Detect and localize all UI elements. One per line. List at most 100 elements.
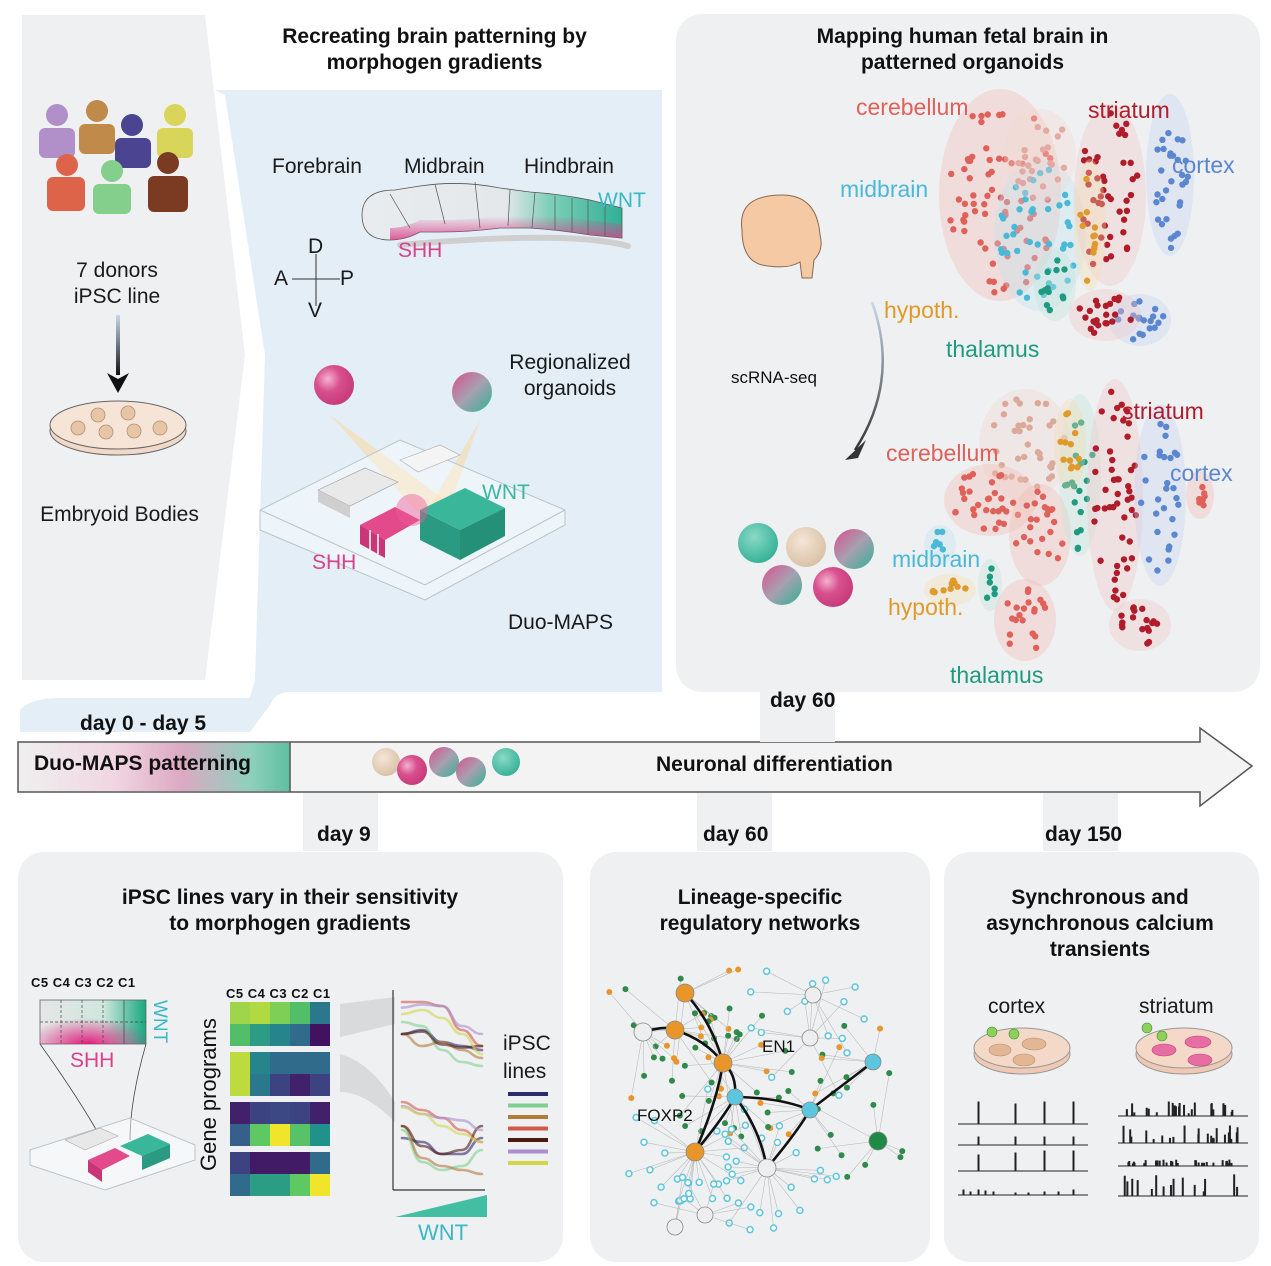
thalamus-point [1046, 306, 1054, 314]
timeline-organoids [372, 747, 520, 787]
network-leaf-node [728, 1170, 736, 1178]
patterning-panel-bg [20, 90, 662, 732]
cerebellum-c-point [1020, 605, 1028, 612]
cerebellum-point [995, 508, 1002, 515]
network-leaf-node [734, 1199, 743, 1207]
striatum-point [1102, 486, 1109, 494]
network-leaf-node [650, 1198, 658, 1207]
series-line-line5 [400, 1124, 484, 1156]
thalamus-point [1071, 499, 1078, 506]
thalamus-point [1074, 545, 1081, 552]
heatmap-cell [290, 1124, 310, 1146]
cerebellum-light-point [1015, 159, 1022, 167]
network-hub-node [801, 1101, 819, 1119]
network-leaf-node [741, 1121, 750, 1130]
network-leaf-node [709, 1180, 718, 1188]
network-edge [625, 988, 676, 1031]
network-strong-edge [809, 1060, 874, 1112]
striatum-b-point [1129, 614, 1137, 621]
network-leaf-node [727, 1125, 736, 1134]
cerebellum-point [984, 111, 991, 118]
cerebellum-point [981, 210, 989, 218]
cerebellum-light-point [998, 461, 1005, 469]
midbrain-point [1045, 280, 1053, 287]
network-strong-edge [733, 1096, 769, 1169]
cerebellum-light-point [1028, 167, 1036, 175]
cerebellum-light-point [1011, 427, 1018, 435]
forebrain-label: Forebrain [272, 155, 362, 178]
bottom-cortex-label: cortex [1170, 460, 1233, 486]
network-leaf-node [705, 1097, 712, 1104]
network-leaf-node [753, 1089, 760, 1096]
heatmap-ylabel: Gene programs [196, 1018, 221, 1172]
thalamus-point [1070, 482, 1078, 490]
person-icon [148, 152, 188, 212]
heatmap-cell [250, 1152, 270, 1174]
cortex-point [1170, 484, 1177, 492]
cortex-point [1164, 479, 1171, 487]
calcium-striatum-label: striatum [1139, 995, 1214, 1018]
scrnaseq-arrow-icon [845, 301, 884, 460]
cerebellum-d-point [1201, 490, 1208, 497]
network-leaf-node [824, 1032, 832, 1040]
network-leaf-node [713, 1127, 721, 1135]
network-leaf-node [670, 1055, 677, 1062]
heatmap-cell [290, 1102, 310, 1124]
heatmap-cell [270, 1174, 290, 1196]
striatum-point [1113, 122, 1120, 129]
cerebellum-c-point [1031, 606, 1038, 613]
cerebellum-point [955, 196, 963, 203]
cortex-trace [958, 1189, 1088, 1196]
network-leaf-node [765, 1124, 772, 1131]
cortex-point [1174, 136, 1181, 143]
thalamus-point [1062, 482, 1069, 489]
heatmap-cell [290, 1024, 310, 1046]
cerebellum-b-point [1027, 538, 1034, 545]
network-leaf-node [757, 1028, 766, 1037]
network-leaf-node [767, 1073, 776, 1081]
network-leaf-node [684, 1189, 693, 1198]
midbrain-point [1004, 249, 1011, 257]
day9-stub [303, 793, 378, 851]
heatmap-cell [230, 1174, 250, 1196]
cerebellum-light-point [1034, 399, 1042, 407]
striatum-b-point [1144, 640, 1151, 647]
cortex-point [1182, 157, 1189, 164]
midbrain-point [1011, 223, 1018, 231]
cortex-point [1154, 567, 1161, 574]
cortex-point [1137, 499, 1145, 506]
network-edge [722, 1015, 763, 1064]
thalamus-point [1081, 458, 1088, 466]
grid-c3: C3 [74, 975, 93, 990]
cerebellum-point [1031, 254, 1038, 262]
cerebellum-b-point [1038, 535, 1046, 543]
cerebellum-light-point [990, 422, 998, 429]
midbrain-point [1061, 191, 1069, 199]
calcium-title-line3: transients [1049, 938, 1151, 961]
cortex-point [1162, 432, 1169, 439]
series-line-line5 [400, 1030, 484, 1049]
day-150-label: day 150 [1045, 823, 1123, 846]
organoids-label: organoids [523, 377, 617, 400]
network-edge [809, 1109, 842, 1156]
cerebellum-c-point [1016, 611, 1023, 619]
grid-shh-label: SHH [70, 1049, 115, 1072]
top-midbrain-label: midbrain [840, 176, 929, 202]
network-edge [809, 1046, 840, 1111]
network-leaf-node [843, 1049, 851, 1057]
network-edge [722, 1062, 792, 1073]
heatmap-condition-labels: C5 C4 C3 C2 C1 [226, 986, 331, 1001]
gene-program-heatmap [230, 1002, 330, 1196]
series-line-line6 [400, 1003, 484, 1036]
cortex-b-point [1117, 308, 1125, 315]
midbrain-point [1045, 240, 1053, 248]
striatum-point [1081, 147, 1089, 155]
cortex-point [1168, 178, 1175, 185]
network-hub-node [633, 1022, 653, 1042]
striatum-point [1116, 208, 1123, 215]
tube-wnt-label: WNT [598, 189, 646, 212]
network-leaf-node [769, 1224, 778, 1232]
heatmap-cell [250, 1174, 270, 1196]
cerebellum-light-point [1014, 455, 1022, 462]
striatum-point [1094, 153, 1101, 161]
